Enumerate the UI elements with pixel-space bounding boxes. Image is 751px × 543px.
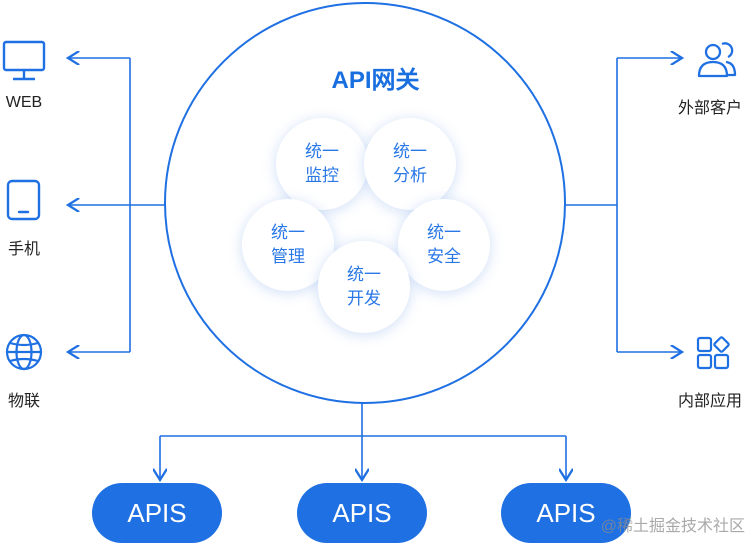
- users-icon: [697, 42, 737, 78]
- left-connectors: [68, 58, 166, 352]
- feature-line1: 统一: [271, 223, 305, 242]
- monitor-icon: [2, 40, 46, 81]
- feature-analysis: 统一 分析: [364, 118, 456, 210]
- feature-line1: 统一: [305, 142, 339, 161]
- watermark: @稀土掘金技术社区: [600, 518, 745, 535]
- apis-button-3: APIS: [501, 483, 631, 543]
- feature-line1: 统一: [393, 142, 427, 161]
- globe-icon: [5, 333, 43, 371]
- feature-monitoring: 统一 监控: [276, 118, 368, 210]
- client-label-mobile: 手机: [7, 241, 40, 258]
- tablet-icon: [6, 179, 41, 221]
- feature-line2: 管理: [271, 247, 305, 266]
- client-label-internal: 内部应用: [677, 393, 742, 410]
- gateway-circle: [164, 2, 566, 404]
- feature-line1: 统一: [427, 223, 461, 242]
- right-connectors: [565, 58, 682, 352]
- feature-security: 统一 安全: [398, 199, 490, 291]
- feature-development: 统一 开发: [318, 241, 410, 333]
- feature-line2: 监控: [305, 166, 339, 185]
- apis-button-2: APIS: [297, 483, 427, 543]
- apps-grid-icon: [696, 336, 730, 370]
- feature-line2: 分析: [393, 166, 427, 185]
- apis-button-1: APIS: [92, 483, 222, 543]
- feature-line2: 安全: [427, 247, 461, 266]
- gateway-title: API网关: [331, 67, 420, 94]
- client-label-external: 外部客户: [677, 100, 742, 117]
- feature-line2: 开发: [347, 289, 381, 308]
- feature-line1: 统一: [347, 265, 381, 284]
- bottom-connectors: [160, 403, 566, 480]
- client-label-web: WEB: [5, 94, 43, 111]
- client-label-iot: 物联: [7, 393, 40, 410]
